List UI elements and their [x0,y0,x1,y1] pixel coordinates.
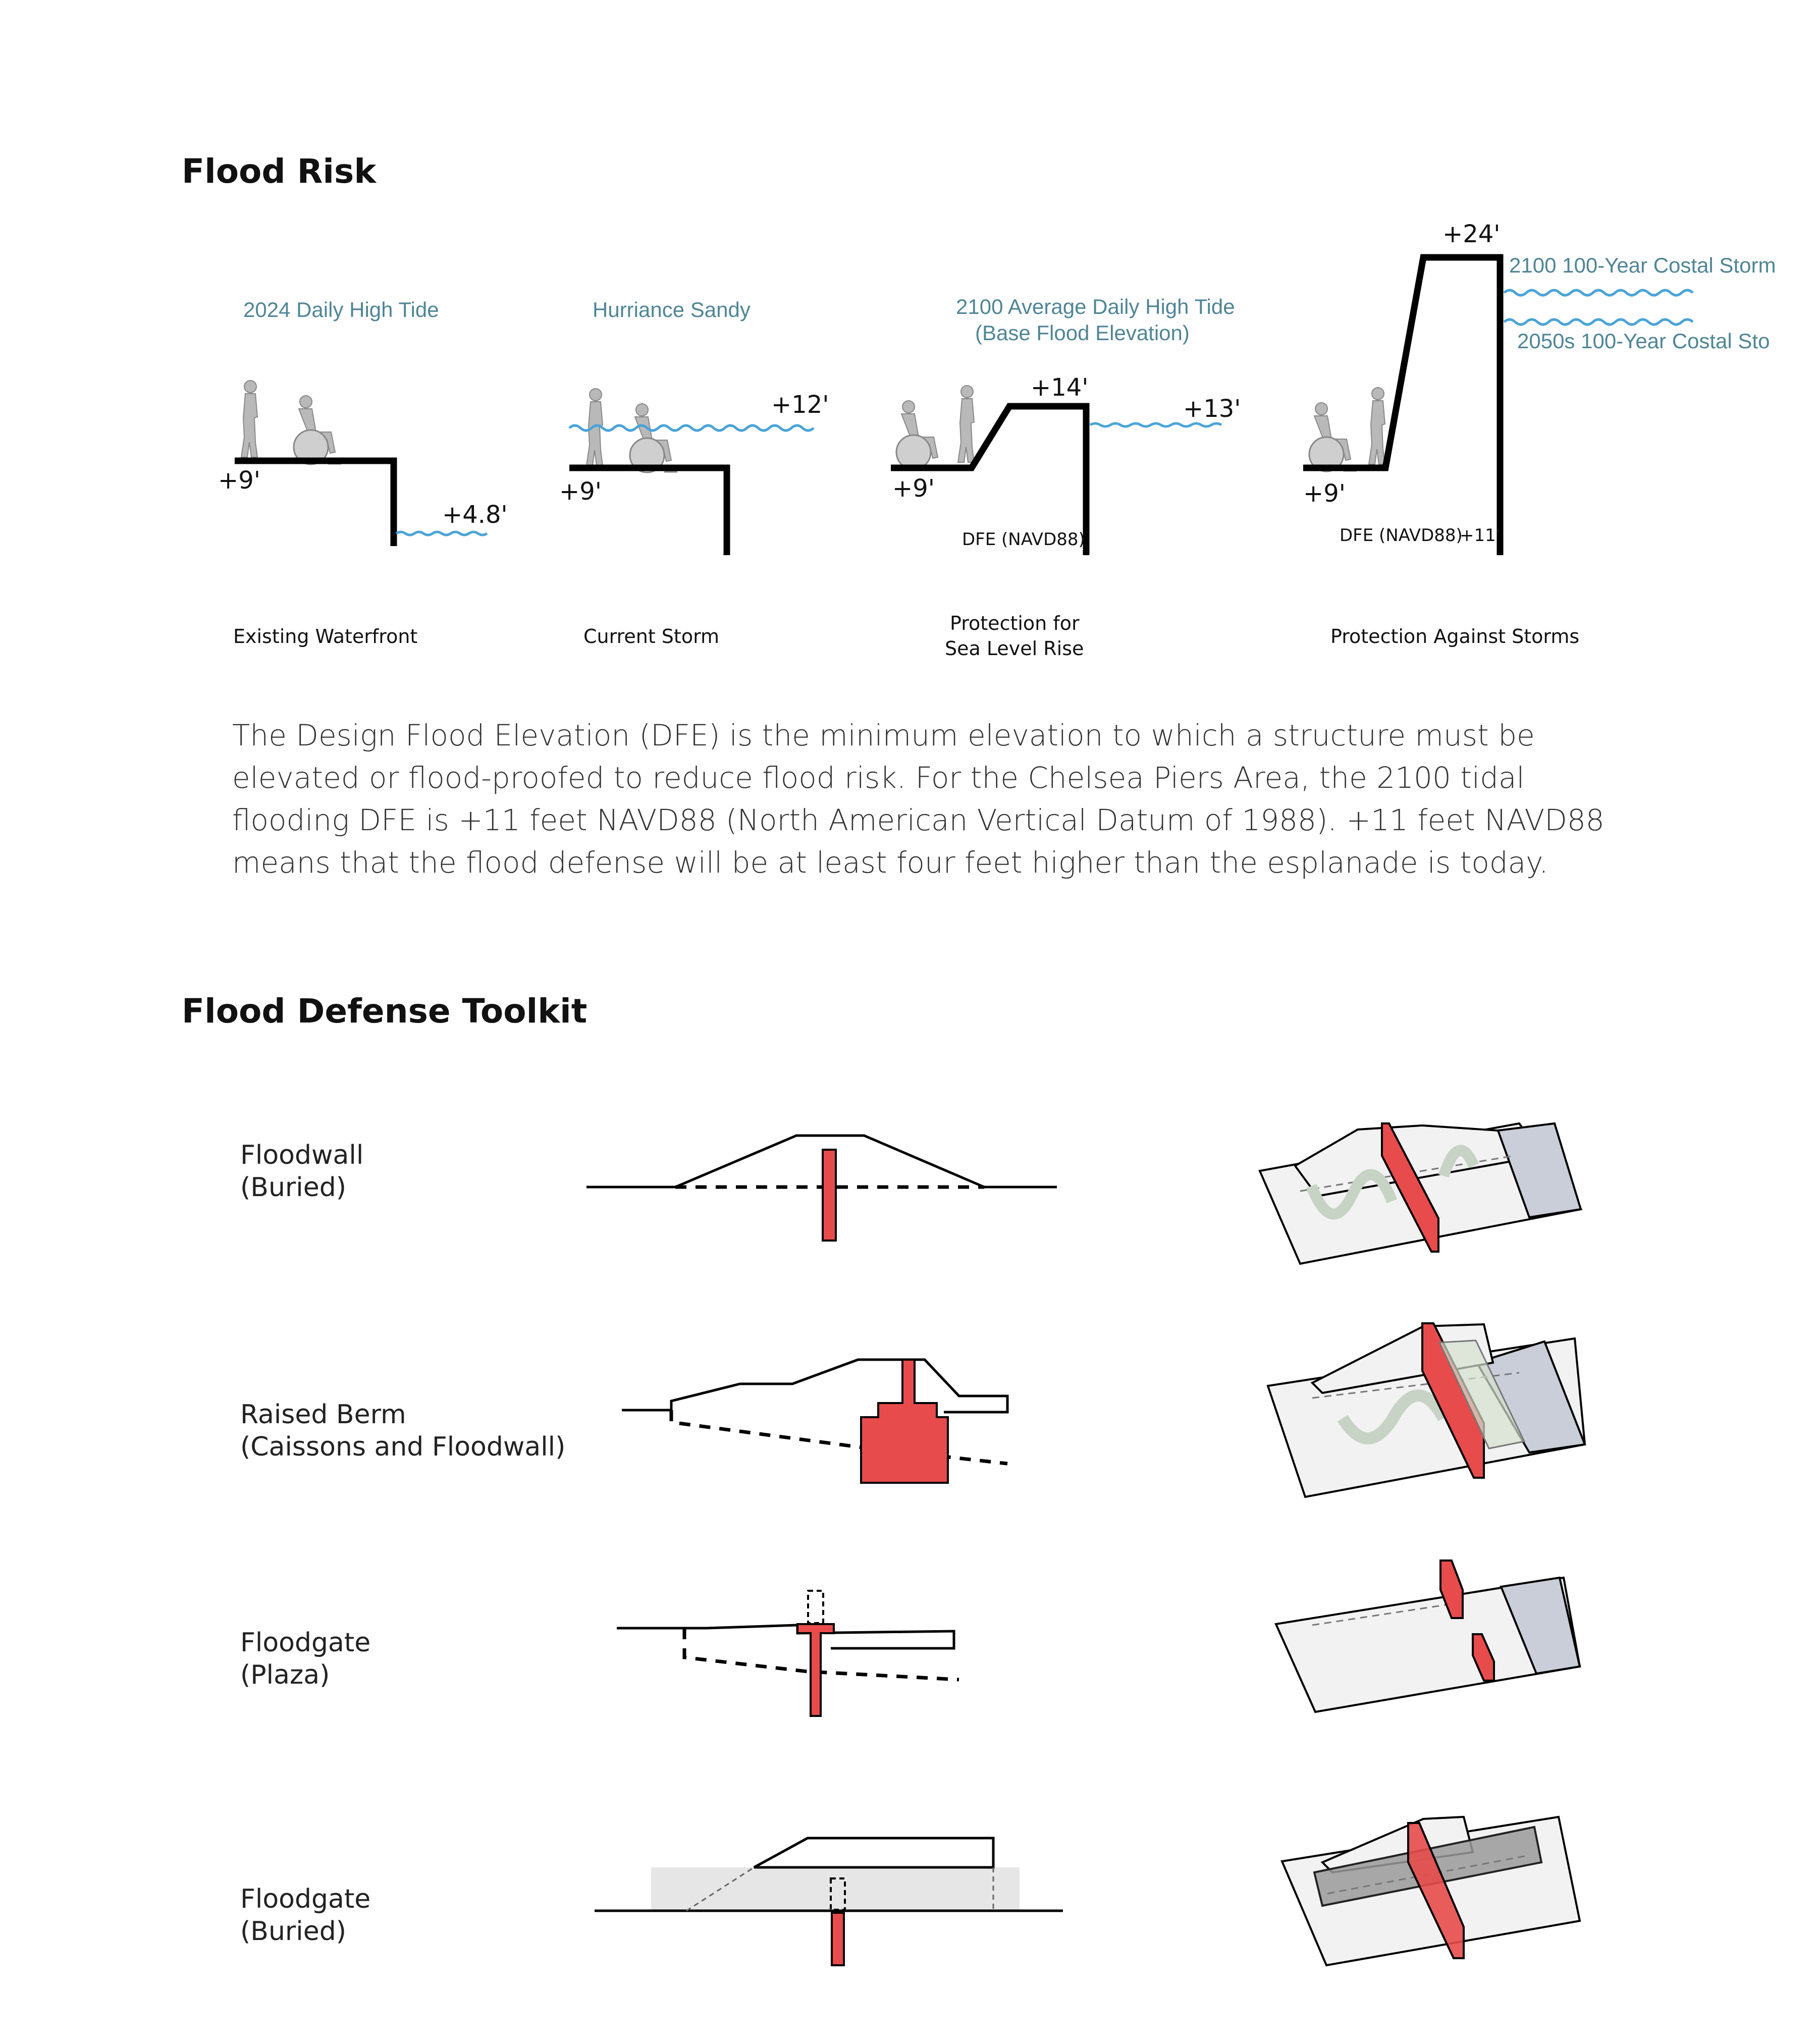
toolkit-raised-berm: Raised Berm (Caissons and Floodwall) [240,1322,1586,1498]
panel-against-storms: +24' 2100 100-Year Costal Storm 2050s 10… [1303,220,1776,648]
elev-ground: +9' [218,466,260,495]
gate-open-outline [807,1590,824,1624]
section-profile [622,1358,1009,1414]
water-label-line2: (Base Flood Elevation) [975,321,1190,345]
tool-name: Floodgate [240,1628,370,1658]
iso-floodwall [1258,1122,1583,1265]
buried-floodgate [831,1912,845,1966]
toolkit-floodgate-buried: Floodgate (Buried) [240,1815,1581,1967]
water-label-2: 2050s 100-Year Costal Sto [1517,329,1770,353]
pedestrian-icon [1368,387,1385,465]
tool-subtitle: (Caissons and Floodwall) [240,1432,565,1462]
plaza-volume [651,1867,1020,1911]
panel-caption: Protection Against Storms [1330,625,1579,648]
caption-line2: Sea Level Rise [945,637,1084,660]
toolkit-title: Flood Defense Toolkit [182,992,587,1031]
buried-line [682,1628,959,1682]
elev-water: +13' [1183,395,1241,423]
dfe-value: +11' [1460,525,1501,546]
storm-wall-profile [1303,254,1504,555]
tool-name: Raised Berm [240,1400,406,1430]
ramp-hidden [686,1866,755,1912]
elev-top: +14' [1031,373,1089,402]
panel-sea-level-rise: 2100 Average Daily High Tide (Base Flood… [891,295,1241,660]
panel-caption: Current Storm [583,625,719,648]
section-profile [617,1624,955,1650]
elev-top: +24' [1442,220,1501,248]
dfe-description: The Design Flood Elevation (DFE) is the … [232,718,1605,880]
dfe-label: DFE (NAVD88) [1340,525,1463,546]
toolkit-floodwall-buried: Floodwall (Buried) [240,1122,1583,1265]
panel-caption: Existing Waterfront [233,625,417,648]
tool-subtitle: (Buried) [240,1916,346,1947]
ground-profile [235,457,397,546]
iso-floodgate-buried [1280,1815,1581,1967]
dfe-label: DFE (NAVD88) [962,529,1085,550]
section-profile [586,1134,1057,1189]
water-line [395,530,488,536]
storm-line-2100 [1503,289,1694,297]
water-label-line1: 2100 Average Daily High Tide [956,295,1235,318]
panel-existing-waterfront: 2024 Daily High Tide +9' +4.8' Existing … [218,298,508,648]
water-line [1089,422,1222,428]
elev-water: +12' [771,391,829,419]
toolkit-floodgate-plaza: Floodgate (Plaza) [240,1559,1581,1717]
buried-line [669,1410,1008,1466]
tool-subtitle: (Plaza) [240,1660,330,1690]
tool-name: Floodwall [240,1140,363,1170]
elev-ground: +9' [559,477,602,506]
wheelchair-icon [294,396,341,464]
pedestrian-icon [241,380,258,458]
pedestrian-icon [957,385,975,463]
caption-line1: Protection for [950,612,1080,634]
panel-current-storm: Hurriance Sandy +9' +12' Current Storm [559,298,829,648]
raised-plaza [753,1837,995,1869]
water-label: Hurriance Sandy [593,298,751,321]
storm-water-line [568,424,815,432]
ground-profile [569,464,730,555]
storm-line-2050s [1503,318,1694,326]
wheelchair-icon [1309,403,1357,471]
iso-raised-berm [1266,1322,1586,1498]
gate-stored-outline [830,1877,846,1911]
water-label-1: 2100 100-Year Costal Storm [1509,253,1776,277]
caisson [860,1359,949,1484]
elev-water: +4.8' [442,501,508,529]
floodgate [796,1623,835,1717]
elev-ground: +9' [1303,479,1346,508]
floodwall [822,1149,837,1242]
water-label: 2024 Daily High Tide [243,298,439,321]
levee-profile [891,403,1090,555]
wheelchair-icon [630,404,677,472]
elev-ground: +9' [892,474,935,503]
tool-subtitle: (Buried) [240,1172,346,1203]
tool-name: Floodgate [240,1884,370,1914]
iso-floodgate-plaza [1274,1559,1581,1713]
flood-risk-title: Flood Risk [182,152,377,191]
wheelchair-icon [896,401,944,469]
